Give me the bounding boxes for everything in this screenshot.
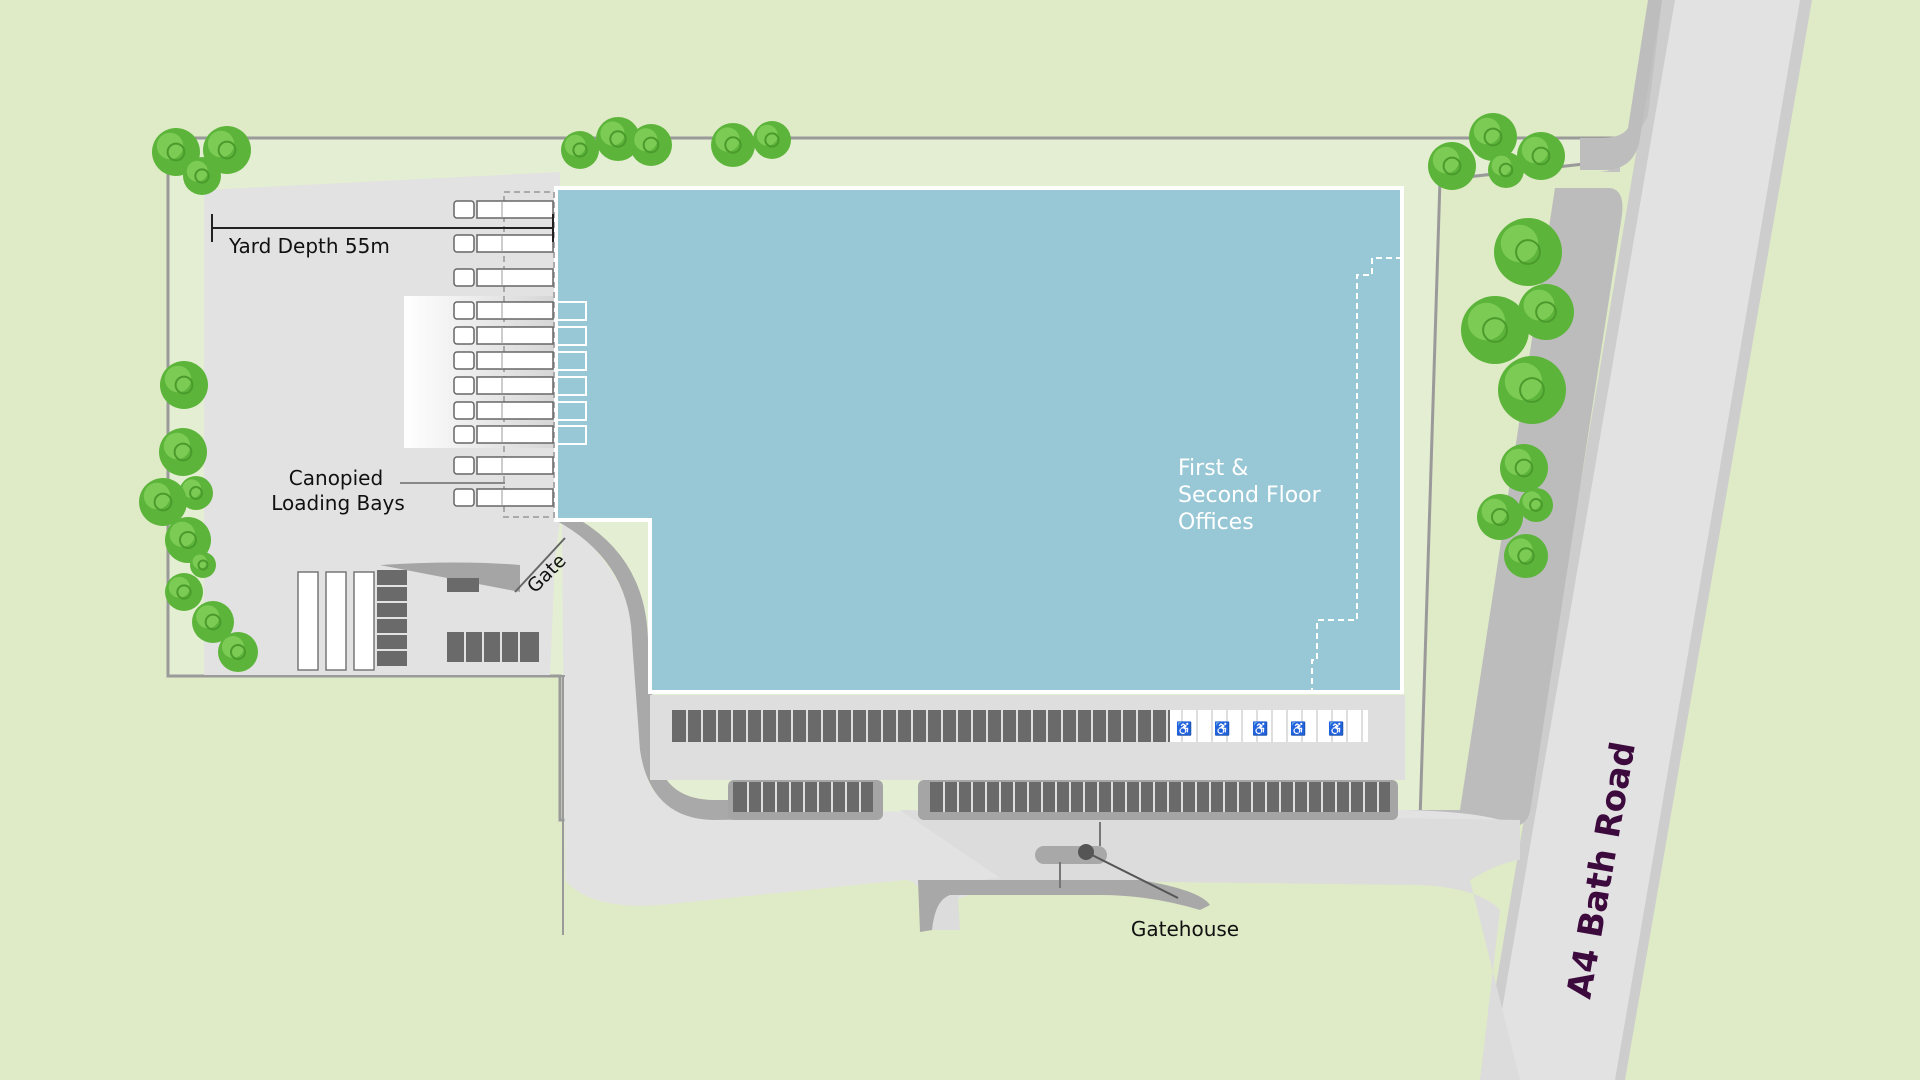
tree-icon xyxy=(1517,132,1565,180)
tree-icon xyxy=(1504,534,1548,578)
tree-icon xyxy=(753,121,791,159)
tree-icon xyxy=(596,117,640,161)
canopied-label-line1: Canopied xyxy=(289,466,383,490)
tree-icon xyxy=(139,478,187,526)
loading-canopy xyxy=(404,296,554,448)
tree-icon xyxy=(1477,494,1523,540)
car-park-west-dividers xyxy=(464,632,520,662)
tree-icon xyxy=(1461,296,1529,364)
tree-icon xyxy=(711,123,755,167)
tree-icon xyxy=(630,124,672,166)
tree-icon xyxy=(1494,218,1562,286)
car-park-west-bays xyxy=(447,632,539,662)
lorry-trailers xyxy=(453,200,554,507)
offices-label-line1: First & xyxy=(1178,456,1248,481)
trailer-icon xyxy=(453,268,554,287)
trailer-icon xyxy=(453,301,554,320)
tree-icon xyxy=(1500,444,1548,492)
accessible-parking-bays: ♿ ♿ ♿ ♿ ♿ xyxy=(1176,721,1344,736)
gate-area xyxy=(380,562,520,592)
tree-icon xyxy=(1498,356,1566,424)
tree-icon xyxy=(165,517,211,563)
tree-icon xyxy=(190,552,216,578)
car-park-west-column-dividers xyxy=(377,585,407,651)
trailer-icon xyxy=(453,488,554,507)
dock-doors xyxy=(555,301,587,445)
trailer-icon xyxy=(453,200,554,219)
tree-icon xyxy=(561,131,599,169)
car-park-accessible-row xyxy=(1170,710,1368,742)
wheelchair-icon: ♿ xyxy=(1328,721,1344,736)
gatehouse-label: Gatehouse xyxy=(1131,917,1239,941)
gatehouse-leader-line xyxy=(1085,851,1179,899)
gate-barrier xyxy=(447,578,479,592)
tree-icon xyxy=(1469,113,1517,161)
tree-icon xyxy=(1518,284,1574,340)
east-service-road xyxy=(1380,188,1623,828)
trailer-icon xyxy=(453,326,554,345)
trailer-icon xyxy=(453,425,554,444)
trees xyxy=(139,113,1574,672)
gatehouse-island xyxy=(918,880,1210,932)
gate-line xyxy=(514,537,566,593)
trailer-icon xyxy=(453,376,554,395)
office-outline xyxy=(1311,257,1402,692)
trailer-icon xyxy=(453,351,554,370)
dock-apron xyxy=(503,191,555,518)
access-road-kerb xyxy=(555,520,880,820)
parked-trailers-west xyxy=(297,571,375,671)
tree-icon xyxy=(165,573,203,611)
yard-depth-label: Yard Depth 55m xyxy=(228,234,390,258)
wheelchair-icon: ♿ xyxy=(1214,721,1230,736)
tree-icon xyxy=(1428,142,1476,190)
gatehouse-building xyxy=(1035,846,1107,864)
trailer-icon xyxy=(453,401,554,420)
wheelchair-icon: ♿ xyxy=(1176,721,1192,736)
offices-label-line2: Second Floor xyxy=(1178,483,1322,508)
tree-icon xyxy=(179,476,213,510)
wheelchair-icon: ♿ xyxy=(1252,721,1268,736)
tree-icon xyxy=(203,126,251,174)
tree-icon xyxy=(218,632,258,672)
tree-icon xyxy=(1519,488,1553,522)
canopied-label-line2: Loading Bays xyxy=(271,491,405,515)
tree-icon xyxy=(1488,152,1524,188)
car-park-south-east-bays xyxy=(930,782,1390,812)
main-entrance-road xyxy=(900,810,1520,1080)
offices-label-line3: Offices xyxy=(1178,510,1254,535)
trailer-icon xyxy=(453,234,554,253)
wheelchair-icon: ♿ xyxy=(1290,721,1306,736)
tree-icon xyxy=(183,157,221,195)
yard-depth-dimension xyxy=(211,214,554,242)
a4-bath-road xyxy=(1480,0,1812,1080)
parking-bay-dividers xyxy=(686,710,1379,812)
tree-icon xyxy=(160,361,208,409)
trailer-icon xyxy=(453,456,554,475)
warehouse-building xyxy=(554,186,1404,694)
tree-icon xyxy=(192,601,234,643)
tree-icon xyxy=(159,428,207,476)
